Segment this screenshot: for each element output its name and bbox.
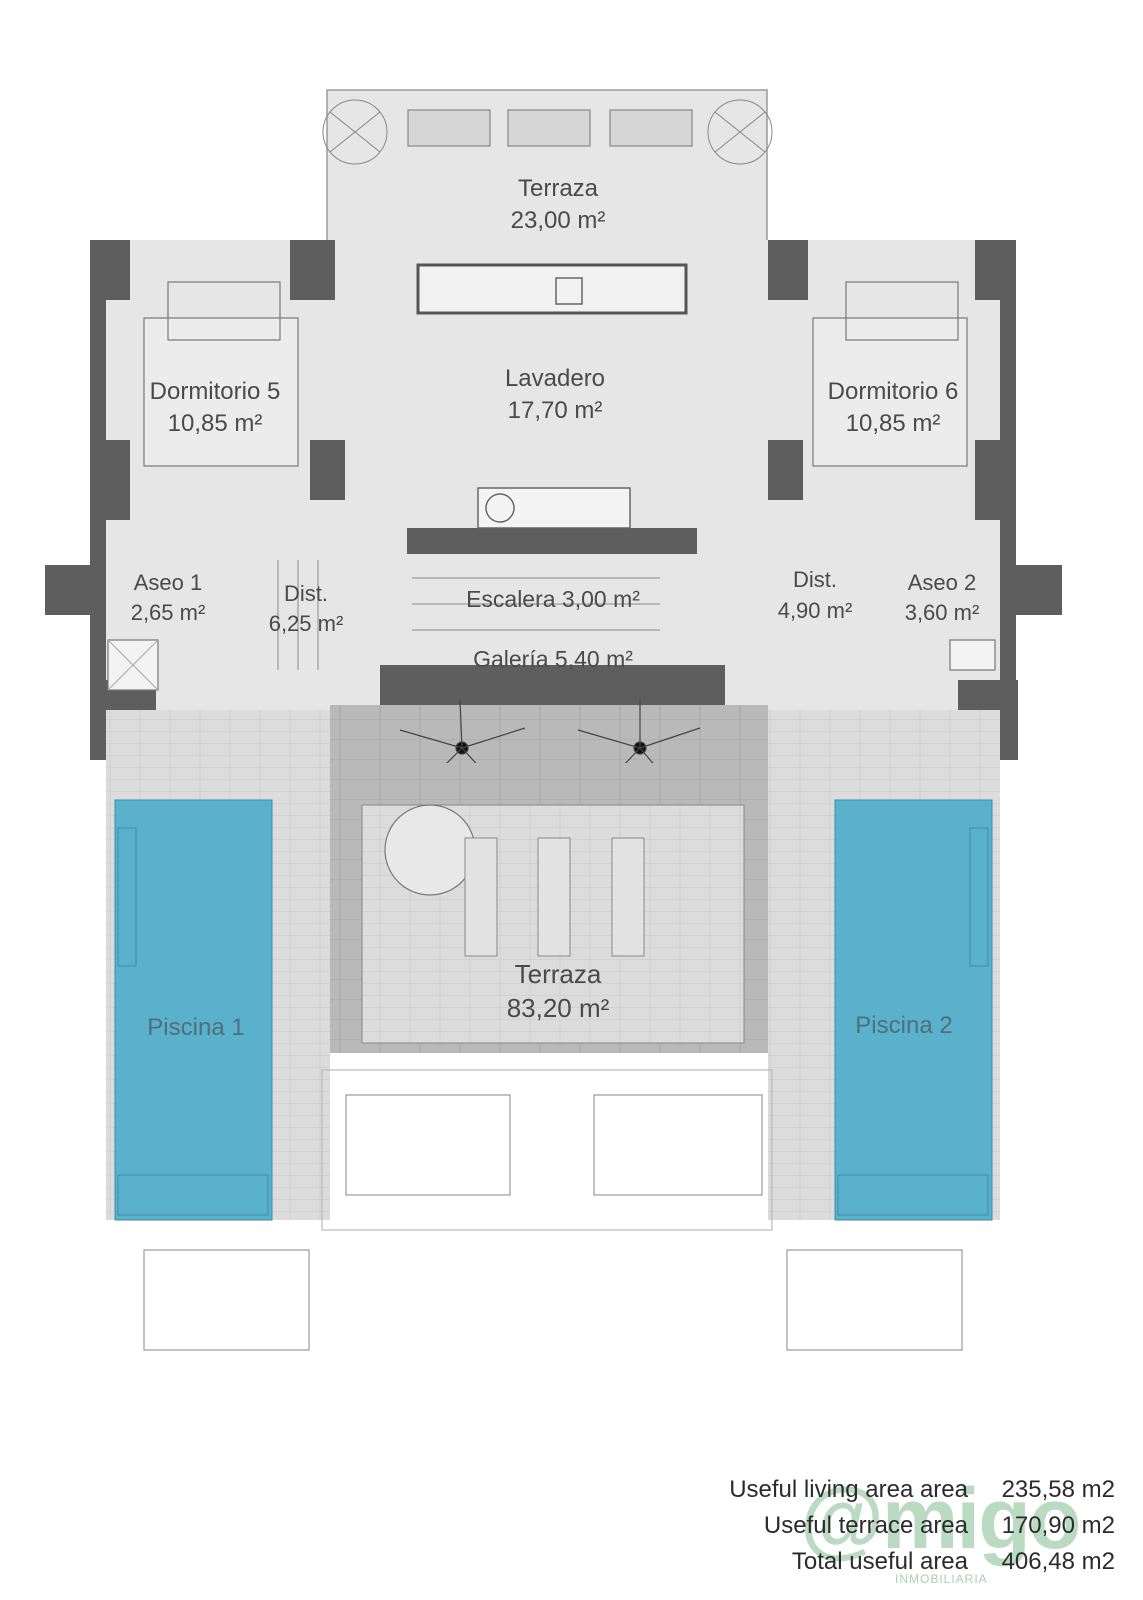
aseo1-name: Aseo 1 [134, 570, 203, 595]
area-summary: Useful living area area 235,58 m2 Useful… [655, 1472, 1115, 1580]
aseo2-name: Aseo 2 [908, 570, 977, 595]
bed-5 [143, 281, 299, 467]
aseo2-area: 3,60 m² [905, 600, 980, 625]
dormitorio5-name: Dormitorio 5 [150, 378, 281, 405]
dormitorio6-name: Dormitorio 6 [828, 378, 959, 405]
summary-row-total: Total useful area 406,48 m2 [655, 1544, 1115, 1580]
summary-row-living: Useful living area area 235,58 m2 [655, 1472, 1115, 1508]
paved-strip [330, 705, 768, 763]
lavadero-name: Lavadero [505, 365, 605, 392]
staircase [277, 560, 660, 670]
piscina2-name: Piscina 2 [855, 1012, 952, 1039]
summary-label: Useful terrace area [763, 1512, 968, 1539]
terraza-top-name: Terraza [518, 175, 599, 202]
laundry-counter [416, 263, 688, 529]
dist-right-area: 4,90 m² [778, 598, 853, 623]
dist-left-area: 6,25 m² [269, 611, 344, 636]
dormitorio5-area: 10,85 m² [168, 410, 263, 437]
summary-row-terrace: Useful terrace area 170,90 m2 [655, 1508, 1115, 1544]
aseo1-shower [107, 639, 159, 691]
dist-right-name: Dist. [793, 567, 837, 592]
terraza-main-area: 83,20 m² [507, 993, 610, 1023]
lavadero-area: 17,70 m² [508, 397, 603, 424]
plant-icon [707, 99, 773, 165]
escalera-label: Escalera 3,00 m² [466, 586, 640, 612]
galeria-label: Galería 5,40 m² [473, 646, 633, 672]
aseo1-area: 2,65 m² [131, 600, 206, 625]
pool-1 [114, 799, 273, 1221]
aseo2-toilet [949, 639, 996, 671]
palm-icon [577, 700, 701, 796]
room-labels: Terraza 23,00 m² Lavadero 17,70 m² Dormi… [131, 175, 980, 1041]
summary-label: Useful living area area [729, 1476, 968, 1503]
terraza-main-name: Terraza [515, 959, 602, 989]
summary-value: 406,48 m2 [1001, 1548, 1115, 1575]
main-terrace [330, 763, 768, 1053]
summary-value: 235,58 m2 [1001, 1476, 1115, 1503]
bed-6 [812, 281, 968, 467]
pool-2 [834, 799, 993, 1221]
walls [45, 240, 1062, 760]
terraza-top-area: 23,00 m² [511, 207, 606, 234]
plant-icon [322, 99, 388, 165]
summary-value: 170,90 m2 [1001, 1512, 1115, 1539]
lower-planters [143, 1069, 963, 1351]
dist-left-name: Dist. [284, 581, 328, 606]
summary-label: Total useful area [791, 1548, 968, 1575]
dormitorio6-area: 10,85 m² [846, 410, 941, 437]
piscina1-name: Piscina 1 [147, 1014, 244, 1041]
